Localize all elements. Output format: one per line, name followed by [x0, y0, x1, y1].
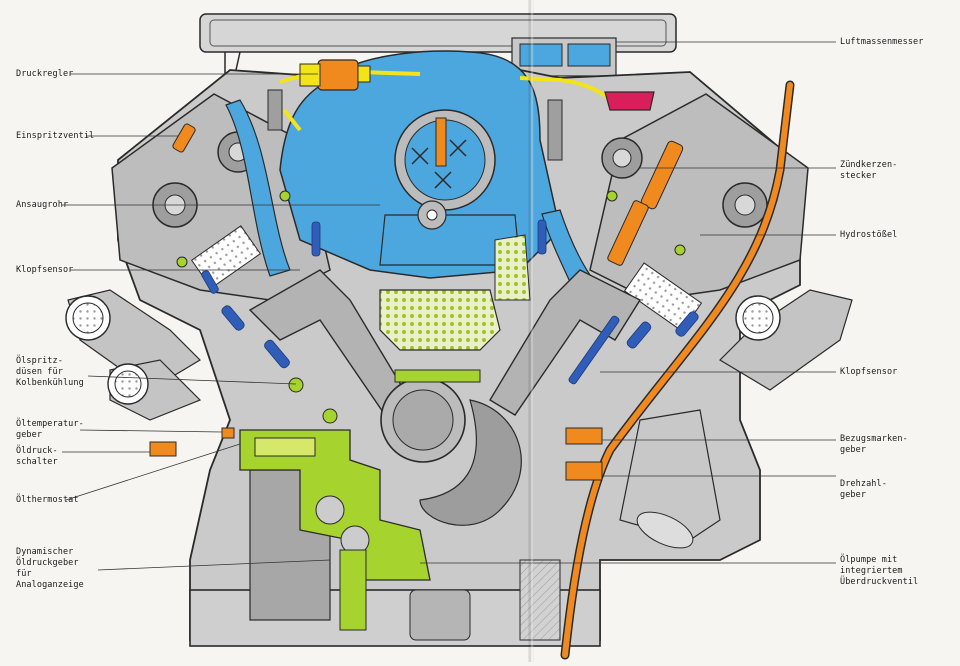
intake-manifold	[225, 50, 591, 283]
label-oeldruckschalter: Öldruck- schalter	[16, 446, 58, 467]
injector-right	[547, 99, 563, 161]
oil-temp-sender	[149, 427, 235, 457]
label-einspritzventil: Einspritzventil	[16, 131, 95, 141]
pressure-regulator	[299, 59, 371, 91]
speed-sender	[565, 461, 603, 481]
leader-lines	[62, 41, 836, 571]
page-fold	[528, 0, 534, 662]
oil-dipstick	[560, 80, 795, 660]
label-klopfsensor-right: Klopfsensor	[840, 367, 898, 377]
label-luftmassenmesser: Luftmassenmesser	[840, 37, 924, 47]
label-druckregler: Druckregler	[16, 69, 74, 79]
oil-pump-green	[176, 190, 686, 631]
oil-sump	[189, 469, 601, 647]
label-zuendkerzenstecker: Zündkerzen- stecker	[840, 160, 898, 181]
label-ansaugrohr: Ansaugrohr	[16, 200, 69, 210]
oil-channels	[201, 219, 699, 385]
label-oelpumpe: Ölpumpe mit integriertem Überdruckventil	[840, 555, 919, 587]
label-klopfsensor-left: Klopfsensor	[16, 265, 74, 275]
crankcase-oil-area	[379, 234, 531, 351]
reference-mark-sender	[565, 427, 603, 445]
label-bezugsmarkengeber: Bezugsmarken- geber	[840, 434, 908, 455]
magenta-cap	[604, 91, 655, 111]
injector-left	[172, 89, 283, 153]
label-hydrostoessel: Hydrostößel	[840, 230, 898, 240]
label-oelthermostat: Ölthermostat	[16, 495, 79, 505]
exhaust-ports	[65, 289, 853, 549]
label-oelspritzduesen: Ölspritz- düsen für Kolbenkühlung	[16, 356, 84, 388]
label-oeltemperaturgeber: Öltemperatur- geber	[16, 419, 84, 440]
pistons-and-rods	[248, 269, 642, 526]
air-mass-meter	[511, 37, 617, 77]
label-drehzahlgeber: Drehzahl- geber	[840, 479, 887, 500]
label-dyn-oeldruckgeber: Dynamischer Öldruckgeber für Analoganzei…	[16, 547, 84, 590]
spark-plug-connector	[607, 140, 684, 266]
